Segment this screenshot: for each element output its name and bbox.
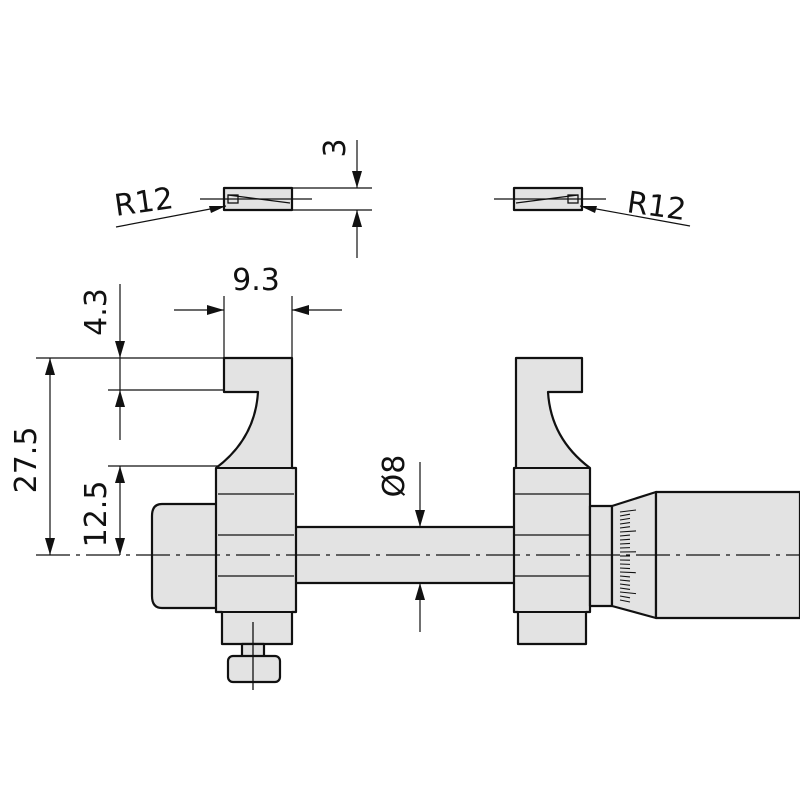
total-height-label: 27.5: [9, 427, 44, 494]
axis-height-label: 12.5: [79, 481, 114, 548]
jaw-width-label: 9.3: [232, 263, 280, 298]
tip-thickness-label: 3: [318, 138, 353, 157]
graduation-tick: [619, 595, 631, 599]
graduation-tick: [619, 517, 631, 521]
graduation-tick: [619, 575, 631, 578]
graduation-tick: [619, 587, 631, 590]
radius-right-leader: [579, 205, 691, 227]
jaw-left: [214, 356, 298, 646]
graduation-tick: [619, 583, 631, 586]
jaw-width-dimension: [174, 296, 342, 358]
rod-diameter-label: Ø8: [377, 455, 412, 498]
axis-height-dimension: [108, 465, 218, 555]
graduation-tick: [619, 522, 631, 525]
rod-diameter-dimension: [415, 462, 425, 632]
radius-left-label: R12: [112, 181, 175, 224]
tip-thickness-dimension: [292, 140, 372, 258]
graduation-tick: [619, 509, 637, 513]
graduation-tick: [619, 534, 631, 537]
graduation-tick: [619, 571, 637, 574]
clamp-screw: [226, 622, 282, 690]
graduation-tick: [619, 526, 631, 529]
radius-right-label: R12: [625, 185, 688, 228]
thimble-graduations: [619, 509, 637, 603]
graduation-tick: [619, 599, 631, 603]
graduation-tick: [619, 530, 637, 533]
graduation-tick: [619, 538, 631, 541]
tip-height-label: 4.3: [79, 288, 114, 336]
jaw-right: [512, 356, 592, 646]
graduation-tick: [619, 513, 631, 517]
graduation-tick: [619, 579, 631, 582]
graduation-tick: [619, 567, 631, 570]
radius-left-leader: [115, 205, 227, 228]
tip-detail-right: [494, 186, 691, 227]
end-cap: [150, 502, 220, 610]
sleeve: [588, 504, 614, 608]
graduation-tick: [619, 542, 631, 545]
total-height-dimension: [36, 357, 224, 555]
graduation-tick: [619, 591, 637, 595]
clamp-screw-knob: [226, 654, 282, 684]
tip-detail-left: [115, 186, 312, 228]
tip-height-dimension: [108, 284, 224, 440]
